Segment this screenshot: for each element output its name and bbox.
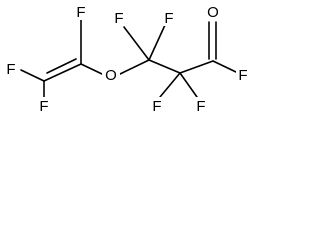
atom-f-top-vinyl: F [76, 4, 85, 21]
bond-c4-f-c [159, 72, 181, 98]
atom-o-ether: O [105, 67, 117, 84]
atom-f-left-lower: F [39, 98, 48, 115]
atom-f-cf2-a: F [114, 10, 123, 27]
chemical-structure: F F F O F F F F O F [3, 3, 250, 115]
bond-c3-c4 [148, 59, 181, 74]
atom-labels: F F F O F F F F O F [3, 3, 250, 115]
atom-f-cf2-d: F [196, 98, 205, 115]
bond-c1-c2-double-outer [43, 63, 82, 82]
bond-c4-c5 [179, 60, 214, 74]
bond-c1-o [80, 63, 103, 75]
bond-c4-f-d [179, 72, 198, 98]
bond-c5-f-acyl [212, 60, 237, 73]
atom-f-cf2-c: F [152, 98, 161, 115]
atom-o-carbonyl: O [207, 4, 219, 21]
bonds [20, 19, 237, 99]
bond-c2-f-upper [20, 69, 45, 82]
atom-f-left-upper: F [6, 61, 15, 78]
atom-f-cf2-b: F [164, 10, 173, 27]
bond-c3-f-b [148, 24, 166, 61]
bond-c1-c2-double-inner [46, 58, 77, 74]
bond-c3-f-a [123, 26, 150, 61]
atom-f-acyl: F [238, 67, 247, 84]
bond-o-c3 [119, 59, 150, 75]
